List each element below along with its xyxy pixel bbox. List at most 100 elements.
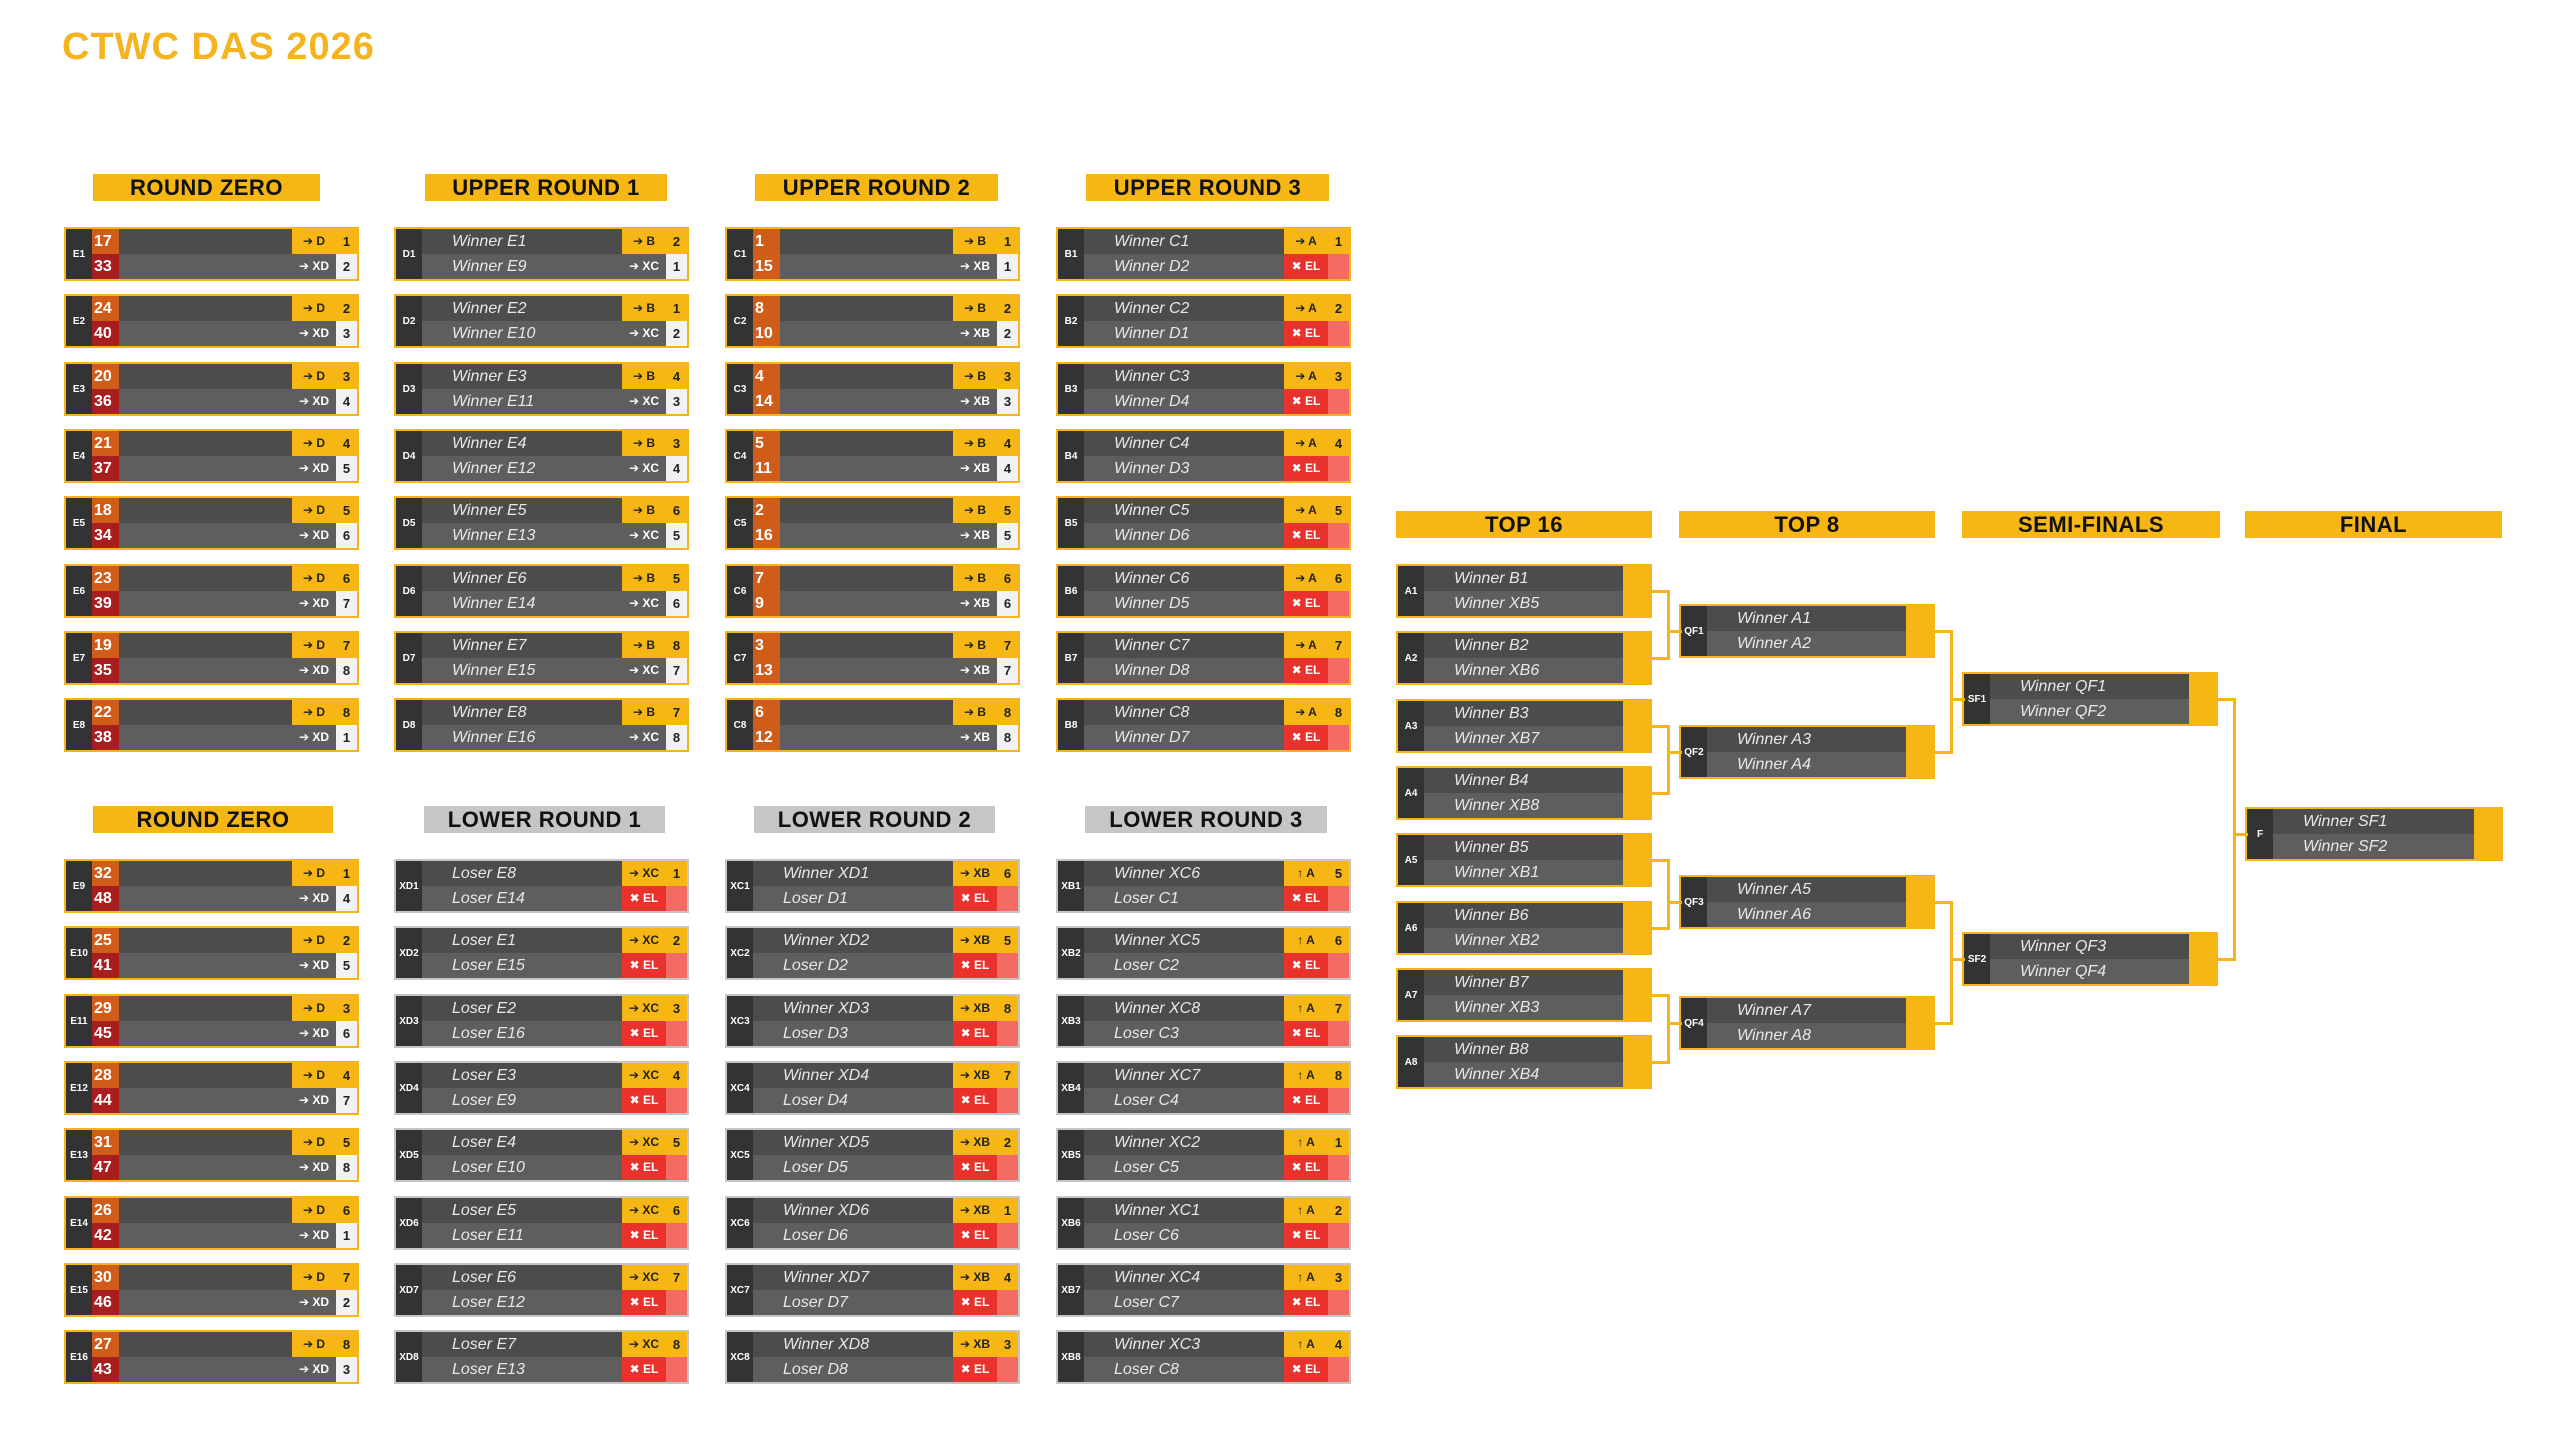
match-id: F (2247, 809, 2273, 859)
route-label: ✖ EL (1284, 321, 1328, 346)
route-label: ✖ EL (1284, 389, 1328, 414)
route-label: ➔ XB (953, 928, 997, 953)
route-slot: 5 (666, 1130, 687, 1155)
player-name: Loser C5 (1114, 1159, 1179, 1176)
route-slot (1328, 1021, 1349, 1046)
route-slot: 4 (666, 456, 687, 481)
route-slot (666, 1088, 687, 1113)
player-name: Winner C3 (1114, 368, 1190, 385)
player-name: Winner E6 (452, 570, 527, 587)
header-upper-round-2: UPPER ROUND 2 (755, 174, 998, 201)
route-label: ➔ B (622, 700, 666, 725)
seed-number: 17 (92, 229, 119, 254)
route-slot: 5 (666, 523, 687, 548)
seed-number: 8 (753, 296, 780, 321)
match-result-slot (1623, 970, 1650, 1020)
route-label: ✖ EL (1284, 456, 1328, 481)
player-row: Winner A2 (1707, 631, 1933, 656)
